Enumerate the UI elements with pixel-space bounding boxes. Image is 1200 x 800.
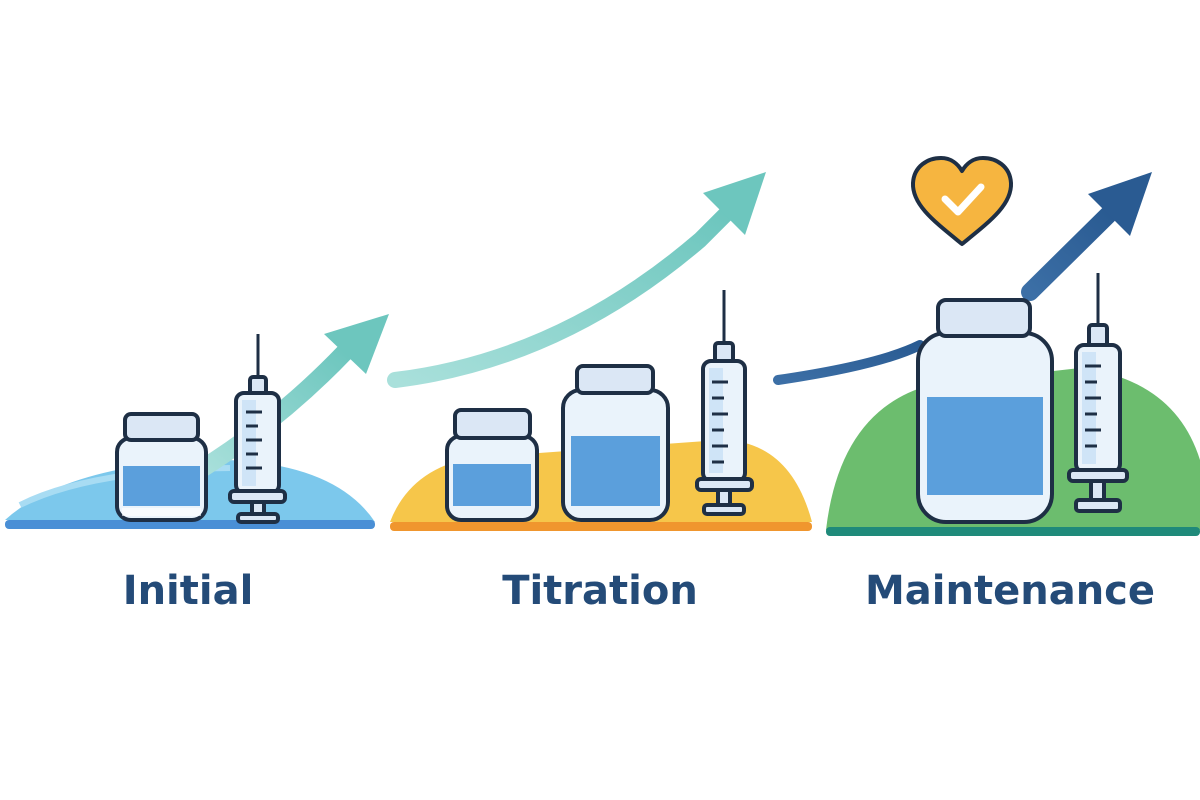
stage-label-titration: Titration [502, 568, 698, 614]
syringe-icon [228, 334, 287, 524]
stage-label-maintenance: Maintenance [864, 568, 1156, 614]
stage-label-initial: Initial [122, 568, 254, 614]
vial-icon [115, 412, 208, 522]
baseline-titration [390, 522, 812, 531]
vial-icon [561, 364, 670, 522]
stage-initial [5, 314, 389, 529]
vial-icon [916, 298, 1054, 524]
stage-maintenance [773, 156, 1200, 536]
stage-titration [387, 172, 812, 531]
baseline-maintenance [826, 527, 1200, 536]
baseline-initial [5, 520, 375, 529]
syringe-icon [1067, 273, 1129, 513]
trend-arrow-icon [191, 314, 389, 479]
vial-icon [445, 408, 539, 522]
trend-arrow-icon [387, 172, 766, 388]
trend-arrow-icon [773, 172, 1152, 385]
syringe-icon [695, 290, 754, 516]
heart-check-icon [910, 156, 1014, 246]
